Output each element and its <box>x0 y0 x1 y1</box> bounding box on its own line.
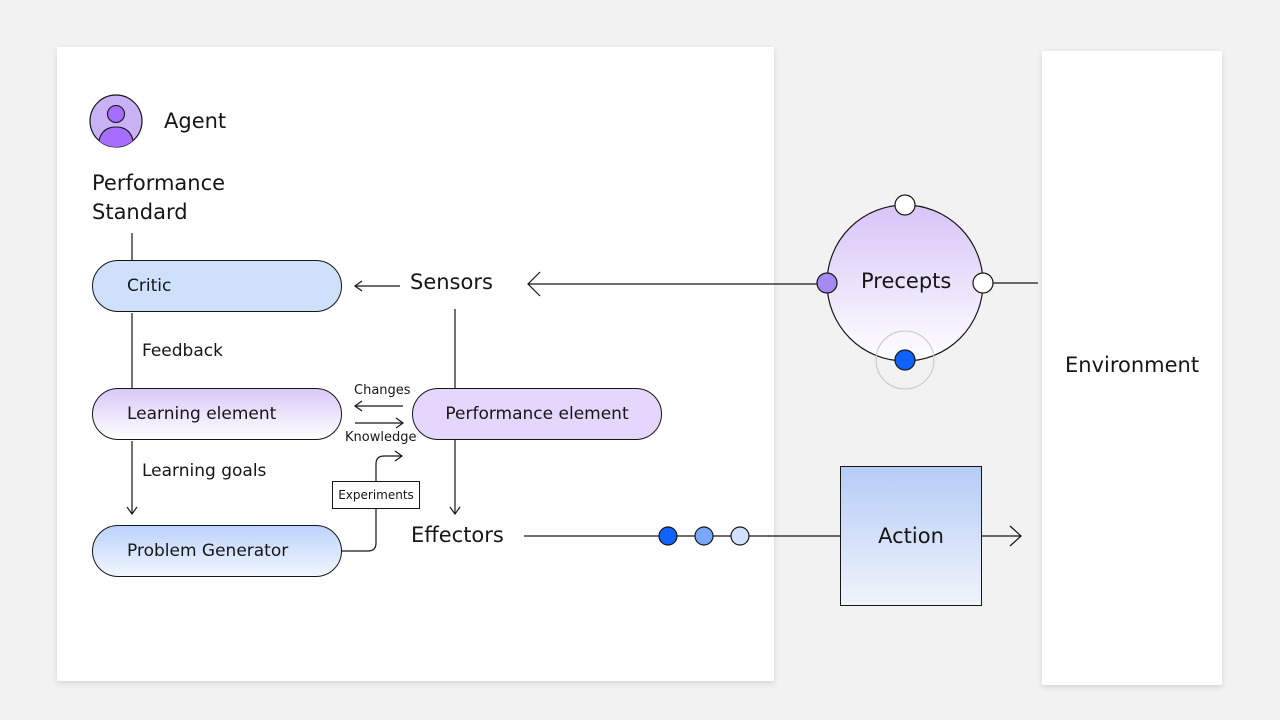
performance-element-label: Performance element <box>445 404 629 424</box>
learning-element-label: Learning element <box>127 404 277 424</box>
effectors-label: Effectors <box>411 523 504 547</box>
precepts-to-sensors-arrowhead <box>527 271 541 297</box>
problem-generator-node: Problem Generator <box>92 525 342 577</box>
effector-dot-3 <box>730 526 750 546</box>
knowledge-label: Knowledge <box>345 430 417 445</box>
precepts-node-bottom <box>894 349 916 371</box>
action-label: Action <box>878 524 944 548</box>
changes-arrowhead <box>353 400 363 412</box>
action-output-arrowhead <box>1009 525 1022 547</box>
changes-label: Changes <box>354 383 411 398</box>
performance-standard-line-1: Performance <box>92 171 226 195</box>
agent-title: Agent <box>164 109 227 133</box>
learning-goals-arrowhead <box>126 506 138 516</box>
feedback-label: Feedback <box>142 341 223 361</box>
learning-goals-label: Learning goals <box>142 461 267 481</box>
user-avatar-icon <box>89 94 143 148</box>
learning-element-node: Learning element <box>92 388 342 440</box>
action-node: Action <box>840 466 982 606</box>
precepts-node-right <box>972 272 994 294</box>
environment-label: Environment <box>1065 353 1200 377</box>
precepts-node-top <box>894 194 916 216</box>
experiments-arrowhead <box>394 450 404 462</box>
environment-panel <box>1042 51 1222 685</box>
precepts-label: Precepts <box>861 269 952 293</box>
precepts-node-left <box>816 272 838 294</box>
effector-dot-2 <box>694 526 714 546</box>
precepts-focus-ring <box>875 330 935 390</box>
effectors-arrowhead <box>449 506 461 516</box>
experiments-label: Experiments <box>338 488 414 502</box>
knowledge-arrowhead <box>395 417 405 429</box>
effector-dot-1 <box>658 526 678 546</box>
critic-node: Critic <box>92 260 342 312</box>
performance-standard-line-2: Standard <box>92 200 188 224</box>
critic-label: Critic <box>127 276 172 296</box>
sensors-to-critic-arrowhead <box>353 280 363 292</box>
problem-generator-label: Problem Generator <box>127 541 289 561</box>
sensors-label: Sensors <box>410 270 493 294</box>
performance-element-node: Performance element <box>412 388 662 440</box>
experiments-node: Experiments <box>332 481 420 509</box>
